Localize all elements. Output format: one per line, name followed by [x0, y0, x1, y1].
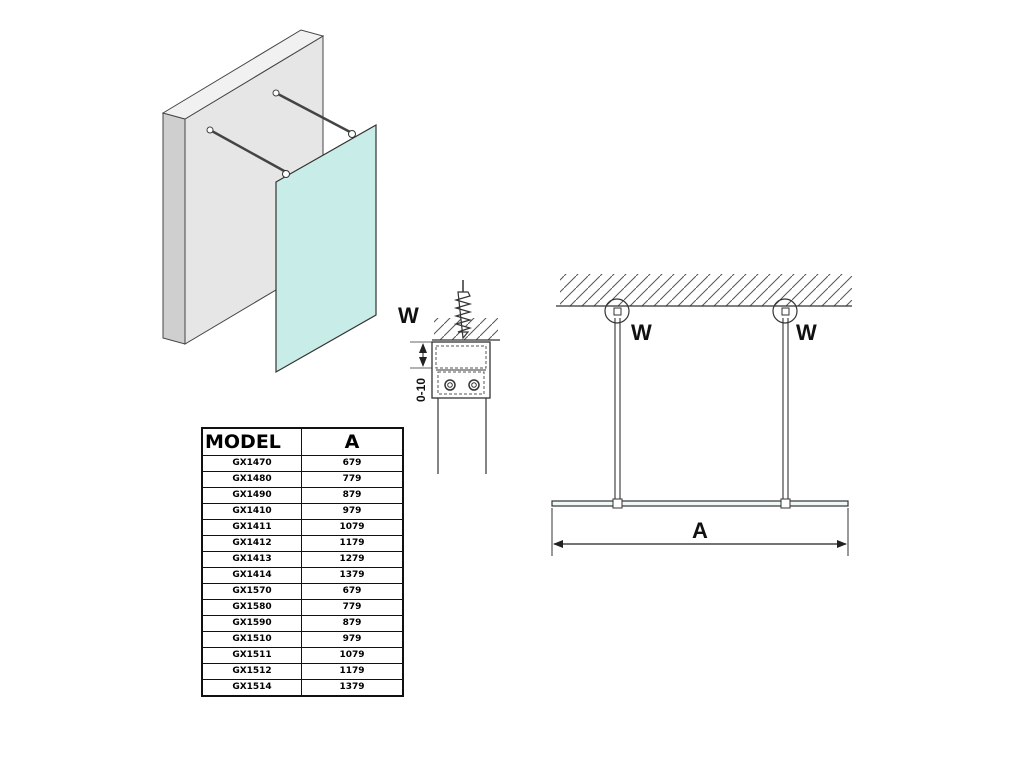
a-value-cell: 1079	[301, 647, 404, 664]
plan-clamp-right	[780, 498, 791, 509]
model-cell: GX1411	[201, 519, 302, 536]
a-value-cell: 1079	[301, 519, 404, 536]
model-cell: GX1590	[201, 615, 302, 632]
plan-bracket-left	[613, 307, 622, 316]
plan-w-label-right: W	[796, 320, 817, 345]
plan-bracket-right	[781, 307, 790, 316]
wall-side-face	[162, 112, 186, 345]
isometric-view	[161, 29, 377, 374]
mount-detail: W 0-10	[398, 280, 500, 474]
plan-wall-hatch	[560, 274, 852, 306]
model-cell: GX1414	[201, 567, 302, 584]
a-value-cell: 879	[301, 487, 404, 504]
model-cell: GX1480	[201, 471, 302, 488]
model-cell: GX1570	[201, 583, 302, 600]
model-cell: GX1512	[201, 663, 302, 680]
detail-callout-right	[772, 298, 798, 324]
model-cell: GX1470	[201, 455, 302, 472]
a-value-cell: 979	[301, 503, 404, 520]
glass-clamp-left	[282, 170, 290, 178]
a-value-cell: 879	[301, 615, 404, 632]
bolt-right-icon	[468, 379, 480, 391]
support-bar-left	[209, 128, 287, 174]
a-value-cell: 979	[301, 631, 404, 648]
wall-anchor-icon	[453, 291, 473, 340]
bracket-inner-dashed	[435, 345, 487, 369]
wall-top-edge	[161, 29, 325, 120]
model-cell: GX1580	[201, 599, 302, 616]
model-cell: GX1413	[201, 551, 302, 568]
plan-view: W W A	[551, 274, 852, 556]
header-a: A	[301, 427, 404, 456]
model-cell: GX1510	[201, 631, 302, 648]
plan-w-label-left: W	[631, 320, 652, 345]
table-header-row: MODEL A	[201, 427, 404, 456]
wall-fixing-left	[206, 126, 214, 134]
a-value-cell: 679	[301, 455, 404, 472]
a-value-cell: 779	[301, 599, 404, 616]
header-model: MODEL	[201, 427, 302, 456]
a-value-cell: 1179	[301, 663, 404, 680]
bolt-left-icon	[444, 379, 456, 391]
a-value-cell: 779	[301, 471, 404, 488]
plan-clamp-left	[612, 498, 623, 509]
detail-callout-left	[604, 298, 630, 324]
model-cell: GX1490	[201, 487, 302, 504]
a-value-cell: 1379	[301, 679, 404, 697]
height-adjust-label: 0-10	[414, 378, 428, 402]
glass-clamp-right	[348, 130, 356, 138]
bolt-left-inner	[447, 382, 453, 388]
wall-fixing-right	[272, 89, 280, 97]
bolt-right-inner	[471, 382, 477, 388]
a-value-cell: 1179	[301, 535, 404, 552]
width-a-label: A	[692, 518, 708, 543]
support-bar-right	[275, 91, 353, 135]
a-value-cell: 1279	[301, 551, 404, 568]
plan-glass-panel	[551, 500, 849, 507]
model-cell: GX1410	[201, 503, 302, 520]
model-cell: GX1511	[201, 647, 302, 664]
model-cell: GX1412	[201, 535, 302, 552]
detail-w-label: W	[398, 303, 419, 328]
glass-panel	[275, 123, 377, 374]
a-value-cell: 679	[301, 583, 404, 600]
a-value-cell: 1379	[301, 567, 404, 584]
bracket-lower-dashed	[437, 371, 485, 395]
model-cell: GX1514	[201, 679, 302, 697]
